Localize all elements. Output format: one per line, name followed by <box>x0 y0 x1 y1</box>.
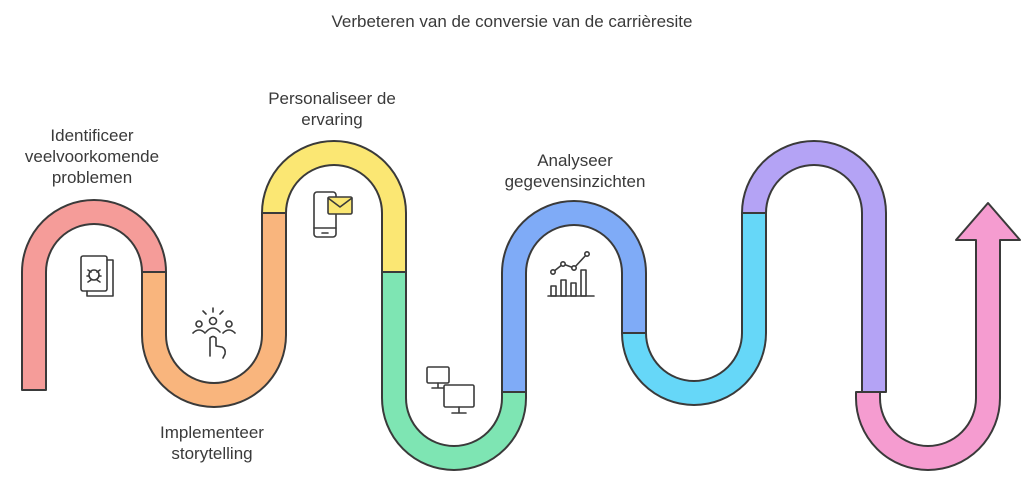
road-segment-purple <box>741 140 887 393</box>
mobile-message-icon <box>313 191 353 238</box>
road-segment-orange <box>141 212 287 408</box>
road-segment-pink <box>855 202 1021 471</box>
monitors-icon <box>426 366 475 414</box>
audience-tap-icon <box>192 307 236 359</box>
road-segment-blue <box>501 200 647 393</box>
step-label-identify: Identificeer veelvoorkomende problemen <box>24 126 160 187</box>
road-segment-green <box>381 271 527 471</box>
step-label-analyze: Analyseer gegevensinzichten <box>504 151 646 191</box>
bug-document-icon <box>80 255 114 297</box>
step-label-storytelling: Implementeer storytelling <box>160 423 264 463</box>
road-segment-yellow <box>261 140 407 273</box>
diagram-title: Verbeteren van de conversie van de carri… <box>331 12 693 31</box>
road-segment-red <box>21 199 167 391</box>
road-segment-cyan <box>621 212 767 406</box>
step-label-personalize: Personaliseer de ervaring <box>268 89 396 129</box>
analytics-chart-icon <box>547 251 595 297</box>
